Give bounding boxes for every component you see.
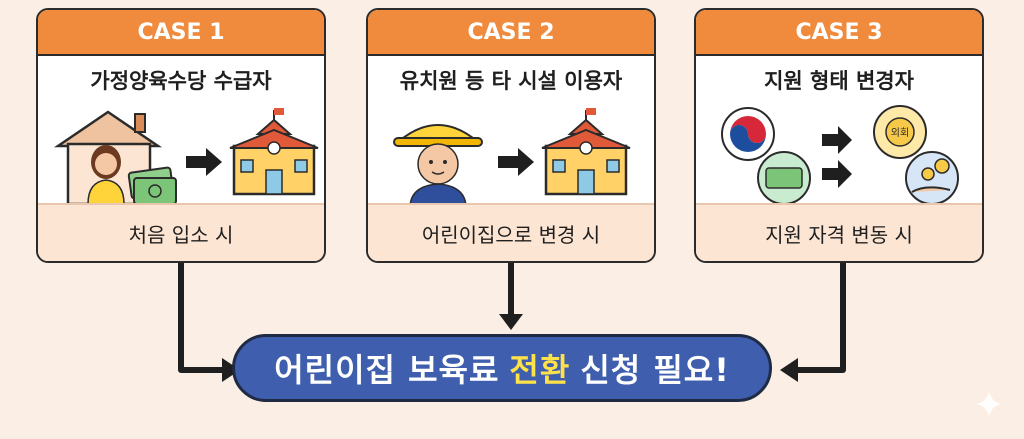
connector-case1 bbox=[181, 263, 222, 370]
sparkle-icon bbox=[976, 391, 1002, 417]
conclusion-banner: 어린이집 보육료 전환 신청 필요! bbox=[232, 334, 772, 402]
arrowhead-case2 bbox=[499, 314, 523, 330]
banner-highlight: 전환 bbox=[509, 345, 570, 391]
connector-case3 bbox=[798, 263, 843, 370]
banner-text-after: 신청 필요! bbox=[580, 345, 730, 391]
banner-text-before: 어린이집 보육료 bbox=[274, 345, 499, 391]
arrowhead-case3 bbox=[780, 358, 798, 382]
